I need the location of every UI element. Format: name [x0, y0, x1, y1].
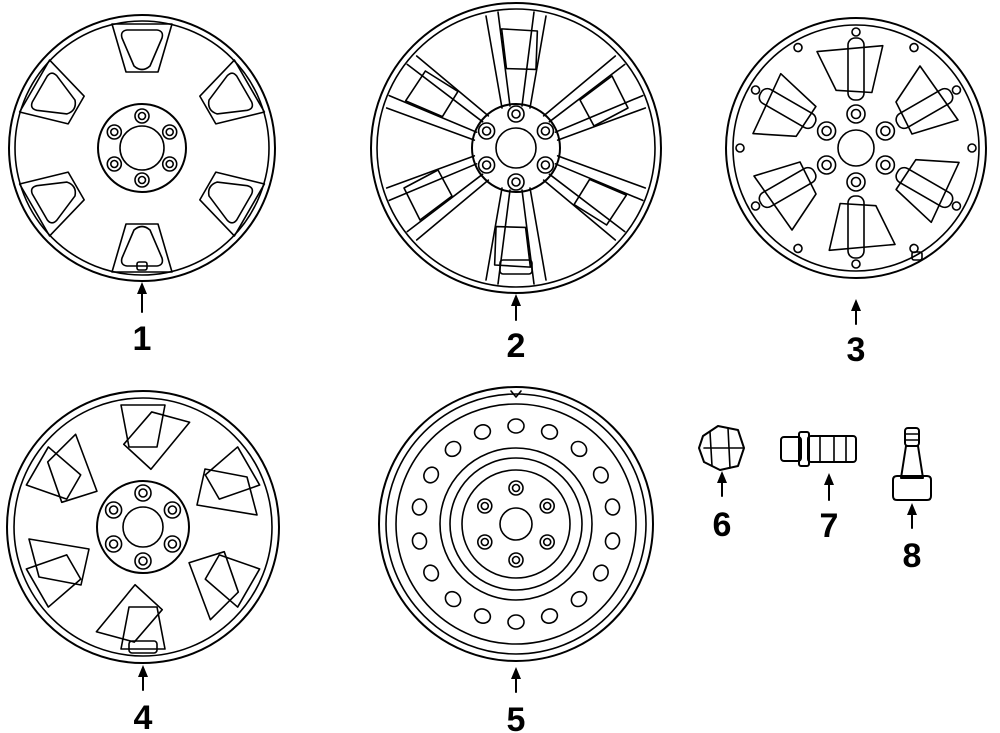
wheel-lock-illustration[interactable] — [780, 431, 857, 467]
wheel-4-illustration[interactable] — [6, 390, 280, 664]
lug-nut-illustration[interactable] — [698, 425, 745, 471]
callout-number-1: 1 — [133, 320, 152, 358]
callout-number-4: 4 — [134, 699, 153, 733]
valve-stem-illustration[interactable] — [892, 427, 932, 501]
callout-arrow-8 — [907, 503, 917, 529]
wheel-3-illustration[interactable] — [725, 17, 987, 279]
callout-arrow-3 — [851, 299, 861, 325]
callout-number-8: 8 — [903, 537, 922, 575]
callout-number-3: 3 — [847, 331, 866, 369]
wheel-1-illustration[interactable] — [8, 14, 276, 282]
callout-arrow-6 — [717, 471, 727, 497]
callout-arrow-2 — [511, 294, 521, 321]
callout-number-6: 6 — [713, 506, 732, 544]
callout-arrows — [137, 282, 917, 693]
callout-arrow-1 — [137, 282, 147, 313]
callout-arrow-4 — [138, 665, 148, 691]
callout-number-7: 7 — [820, 507, 839, 545]
wheel-5-illustration[interactable] — [378, 386, 654, 662]
callout-numbers: 1 2 3 4 5 6 7 8 — [133, 320, 922, 733]
wheel-2-illustration[interactable] — [370, 2, 662, 294]
callout-arrow-7 — [824, 473, 834, 501]
callout-number-5: 5 — [507, 701, 526, 733]
callout-number-2: 2 — [507, 327, 526, 365]
callout-arrow-5 — [511, 667, 521, 693]
